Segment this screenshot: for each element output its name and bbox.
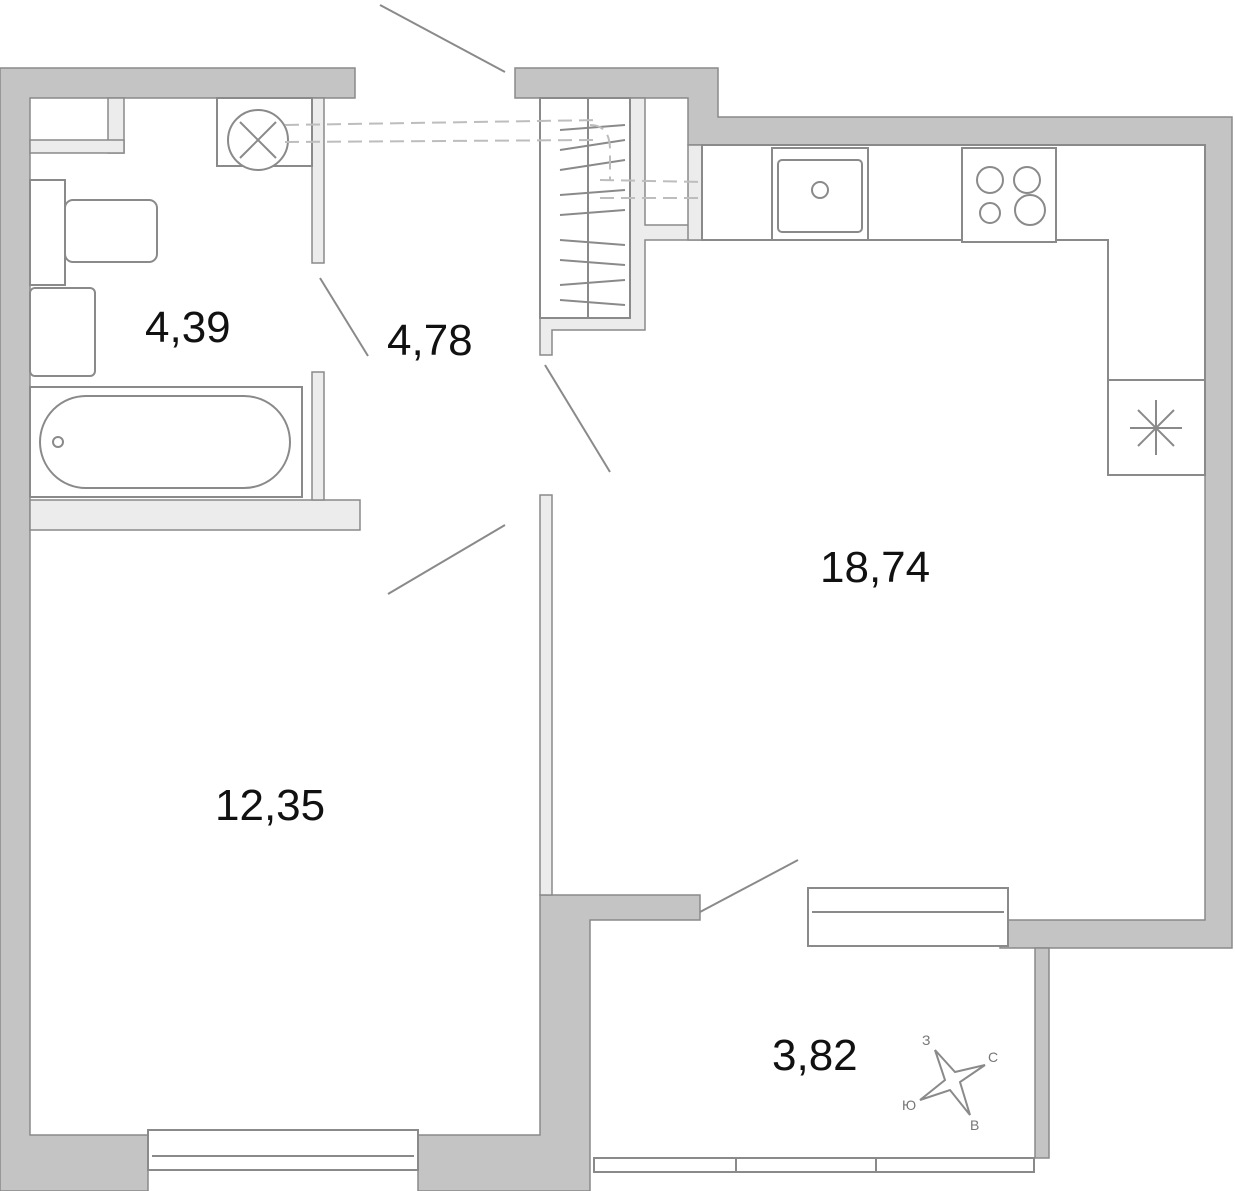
partitions xyxy=(29,97,703,896)
compass-icon: С В Ю З xyxy=(902,1032,998,1133)
cooktop-icon xyxy=(961,147,1057,243)
compass-west: З xyxy=(922,1032,930,1048)
room-area-bedroom: 12,35 xyxy=(215,781,325,830)
sink-icon xyxy=(29,287,96,377)
room-area-loggia: 3,82 xyxy=(772,1031,858,1080)
room-area-bathroom: 4,39 xyxy=(145,303,231,352)
kitchen-fixtures xyxy=(701,144,1206,476)
toilet-icon xyxy=(64,199,158,263)
vent-icon xyxy=(1107,379,1206,476)
installation-frame xyxy=(29,179,66,286)
room-area-kitchen-living: 18,74 xyxy=(820,543,930,592)
compass-east: В xyxy=(970,1117,979,1133)
compass-north: С xyxy=(988,1049,998,1065)
compass-south: Ю xyxy=(902,1097,916,1113)
doors xyxy=(319,4,799,913)
wardrobe xyxy=(539,97,631,319)
bathroom-fixtures xyxy=(29,97,313,498)
room-area-hallway: 4,78 xyxy=(387,316,473,365)
windows xyxy=(147,887,1035,1173)
